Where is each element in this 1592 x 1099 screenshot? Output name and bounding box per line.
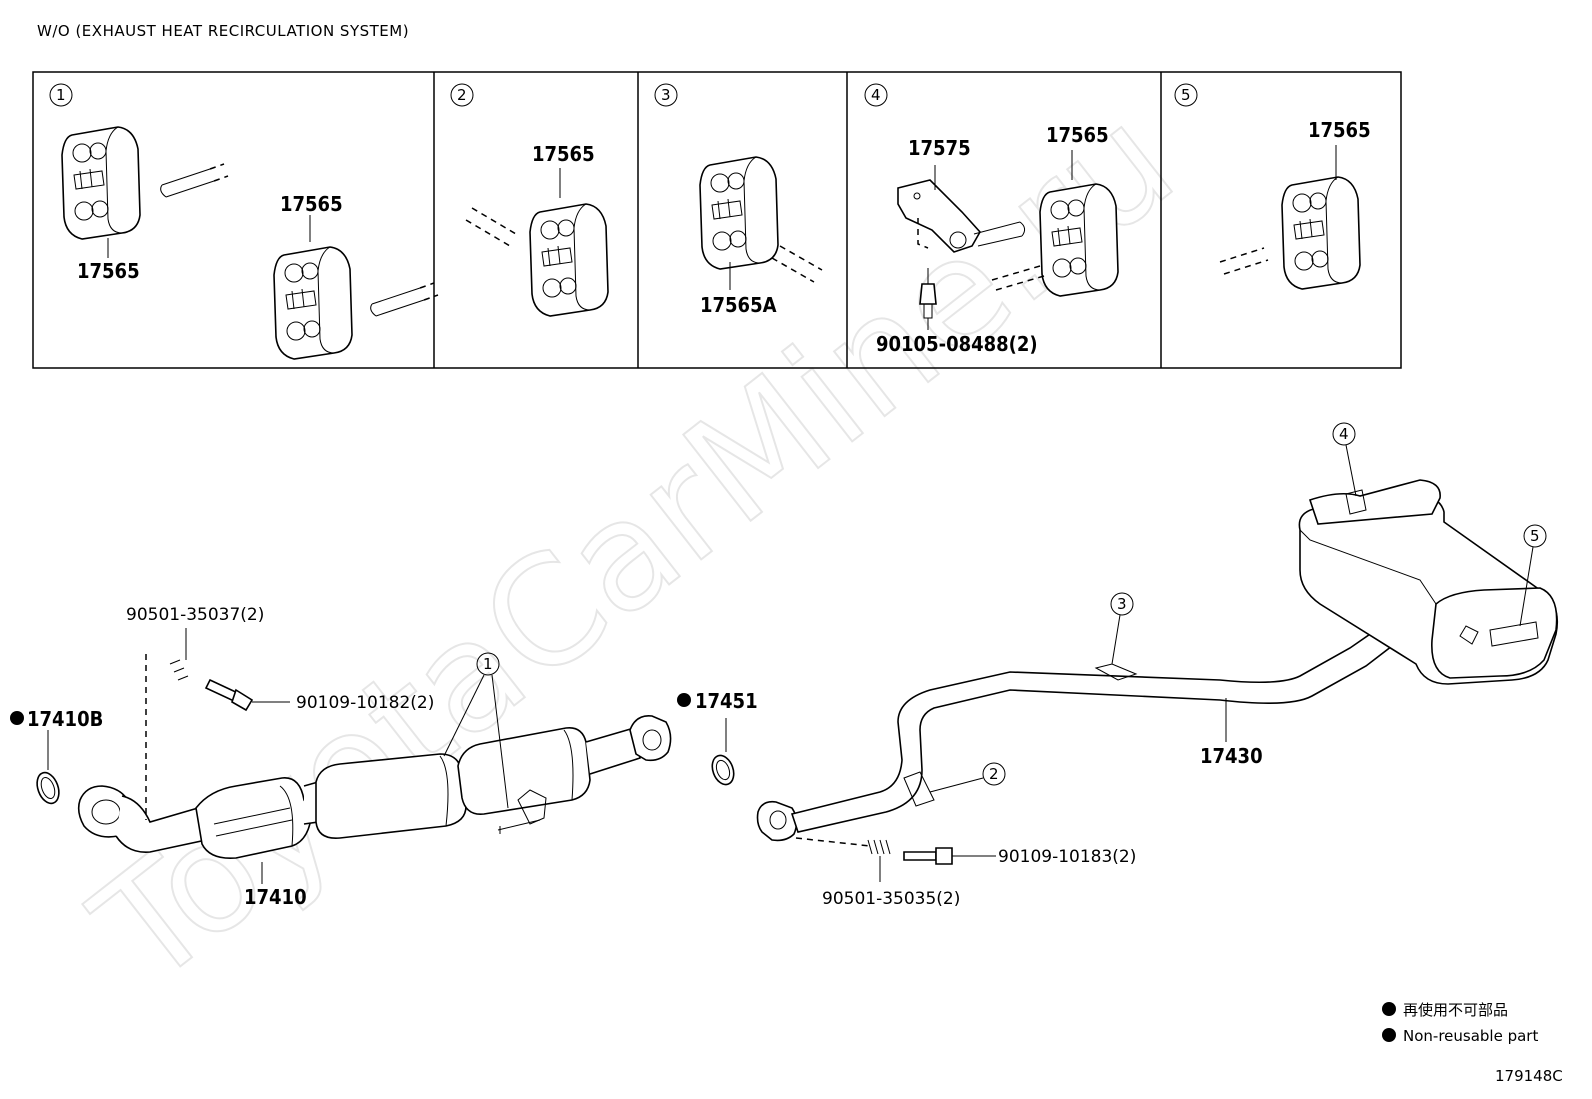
- panel-2-index: 2: [457, 86, 467, 104]
- tail-pipe-assembly: 4 5 3 2 17430 90501-35035(2) 90109-10183…: [756, 422, 1559, 909]
- panel-1-index: 1: [56, 86, 66, 104]
- bolt-90109-10182-label: 90109-10182(2): [296, 693, 434, 713]
- tail-pipe-17430-label: 17430: [1200, 744, 1263, 768]
- panel-5-index: 5: [1181, 86, 1191, 104]
- callout-3: 3: [1117, 595, 1127, 613]
- panel-1-label-b: 17565: [280, 192, 343, 216]
- bolt-90109-10183-label: 90109-10183(2): [998, 847, 1136, 867]
- detail-panel-3: 3 17565A: [654, 83, 823, 317]
- gasket-17451: 17451: [677, 689, 758, 786]
- panel-4-bolt-label: 90105-08488(2): [876, 332, 1038, 356]
- spring-90501-35037-label: 90501-35037(2): [126, 605, 264, 625]
- callout-2: 2: [989, 765, 999, 783]
- figure-id: 179148C: [1495, 1067, 1563, 1085]
- watermark: ToyotaCarMine.ru: [63, 73, 1206, 1019]
- front-pipe-assembly: 1 17410B 90501-35037(2) 90109-10182(2) 1…: [10, 605, 672, 909]
- panel-4-bracket-label: 17575: [908, 136, 971, 160]
- detail-panel-1: 1 17565 17565: [49, 83, 439, 360]
- front-pipe-17410-label: 17410: [244, 885, 307, 909]
- panel-2-label: 17565: [532, 142, 595, 166]
- legend: 再使用不可部品 Non-reusable part: [1382, 1001, 1538, 1045]
- panel-3-index: 3: [661, 86, 671, 104]
- legend-en: Non-reusable part: [1403, 1027, 1538, 1045]
- panel-4-hanger-label: 17565: [1046, 123, 1109, 147]
- panel-3-label: 17565A: [700, 293, 777, 317]
- panel-4-index: 4: [871, 86, 881, 104]
- callout-1: 1: [483, 655, 493, 673]
- panel-5-label: 17565: [1308, 118, 1371, 142]
- watermark-text: ToyotaCarMine.ru: [64, 74, 1205, 1018]
- gasket-17451-label: 17451: [695, 689, 758, 713]
- callout-5: 5: [1530, 527, 1540, 545]
- detail-panel-2: 2 17565: [450, 83, 609, 317]
- callout-4: 4: [1339, 425, 1349, 443]
- panel-1-label-a: 17565: [77, 259, 140, 283]
- detail-panel-5: 5 17565: [1174, 83, 1371, 290]
- detail-panels: [32, 71, 1402, 369]
- gasket-17410b-label: 17410B: [27, 707, 103, 731]
- detail-panel-4: 4 90105-08488(2) 17575 17565: [864, 83, 1119, 356]
- page-title: W/O (EXHAUST HEAT RECIRCULATION SYSTEM): [37, 22, 409, 40]
- legend-jp: 再使用不可部品: [1403, 1001, 1508, 1019]
- spring-90501-35035-label: 90501-35035(2): [822, 889, 960, 909]
